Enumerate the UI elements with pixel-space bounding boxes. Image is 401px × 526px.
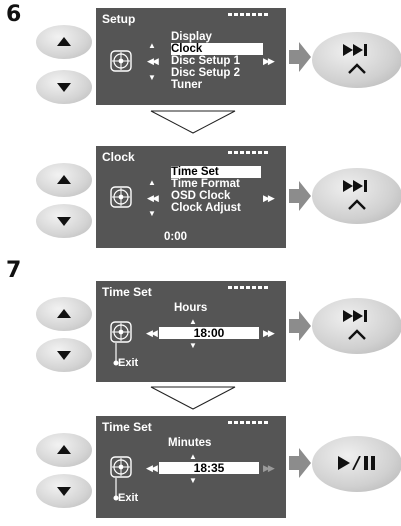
down-triangle-icon: ▼	[189, 341, 197, 350]
clock-menu: Time Set Time Format OSD Clock Clock Adj…	[171, 166, 261, 214]
up-triangle-icon	[57, 37, 71, 46]
setup-screen: Setup ▲ ◀◀ ▼ Display Clock Disc Setup 1 …	[96, 8, 286, 105]
setup-menu: Display Clock Disc Setup 1 Disc Setup 2 …	[171, 31, 263, 91]
signal-indicator	[228, 286, 270, 289]
field-label: Minutes	[168, 437, 212, 449]
next-button[interactable]	[312, 298, 401, 354]
skip-next-icon: ▶▶	[263, 56, 275, 66]
skip-next-icon: ▶▶	[263, 193, 275, 203]
control-stick-icon	[110, 456, 132, 478]
up-triangle-icon: ▲	[189, 317, 197, 326]
arrow-right-icon	[289, 181, 311, 211]
signal-indicator	[228, 13, 270, 16]
play-pause-icon	[338, 456, 375, 470]
exit-label: Exit	[118, 357, 139, 369]
chevron-up-icon	[348, 199, 366, 210]
menu-item-tuner[interactable]: Tuner	[171, 79, 203, 91]
up-button[interactable]	[36, 163, 92, 197]
screen-title: Time Set	[102, 420, 152, 434]
skip-next-icon	[343, 310, 367, 322]
field-label: Hours	[174, 302, 208, 314]
up-button[interactable]	[36, 433, 92, 467]
next-button[interactable]	[312, 168, 401, 224]
up-triangle-icon	[57, 175, 71, 184]
control-stick-icon	[110, 186, 132, 208]
up-button[interactable]	[36, 25, 92, 59]
up-triangle-icon: ▲	[189, 452, 197, 461]
exit-connector	[113, 478, 119, 501]
menu-item-clock-adjust[interactable]: Clock Adjust	[171, 202, 241, 214]
current-time: 0:00	[164, 231, 188, 243]
time-set-minutes-screen: Time Set Minutes Exit ▲ ◀◀ 18:35 ▶▶ ▼	[96, 416, 286, 518]
down-button[interactable]	[36, 338, 92, 372]
screen-title: Setup	[102, 12, 136, 26]
chevron-up-icon	[348, 63, 366, 74]
down-triangle-icon	[57, 487, 71, 496]
down-triangle-icon	[57, 217, 71, 226]
menu-item-osd-clock[interactable]: OSD Clock	[171, 190, 231, 202]
transition-arrow	[150, 110, 236, 134]
menu-item-disc-setup-2[interactable]: Disc Setup 2	[171, 67, 241, 79]
arrow-right-icon	[289, 42, 311, 72]
skip-prev-icon: ◀◀	[147, 56, 159, 66]
menu-item-clock[interactable]: Clock	[171, 43, 263, 55]
down-triangle-icon: ▼	[148, 209, 156, 218]
down-button[interactable]	[36, 204, 92, 238]
menu-item-display[interactable]: Display	[171, 31, 212, 43]
menu-item-disc-setup-1[interactable]: Disc Setup 1	[171, 55, 241, 67]
down-triangle-icon: ▼	[148, 73, 156, 82]
transition-arrow	[150, 386, 236, 410]
signal-indicator	[228, 151, 270, 154]
signal-indicator	[228, 421, 270, 424]
down-triangle-icon	[57, 351, 71, 360]
down-triangle-icon: ▼	[189, 476, 197, 485]
screen-title: Clock	[102, 150, 135, 164]
screen-title: Time Set	[102, 285, 152, 299]
skip-prev-icon: ◀◀	[146, 328, 158, 338]
down-triangle-icon	[57, 83, 71, 92]
down-button[interactable]	[36, 474, 92, 508]
menu-item-time-format[interactable]: Time Format	[171, 178, 240, 190]
skip-prev-icon: ◀◀	[146, 463, 158, 473]
exit-label: Exit	[118, 492, 139, 504]
play-pause-button[interactable]	[312, 436, 401, 492]
skip-next-icon	[343, 180, 367, 192]
step-number-6: 6	[6, 2, 22, 27]
arrow-right-icon	[289, 448, 311, 478]
up-button[interactable]	[36, 297, 92, 331]
arrow-right-icon	[289, 311, 311, 341]
chevron-up-icon	[348, 329, 366, 340]
up-triangle-icon	[57, 445, 71, 454]
skip-next-icon: ▶▶	[263, 328, 275, 338]
skip-next-icon: ▶▶	[263, 463, 275, 473]
next-button[interactable]	[312, 32, 401, 88]
menu-item-time-set[interactable]: Time Set	[171, 166, 261, 178]
up-triangle-icon: ▲	[148, 41, 156, 50]
exit-connector	[113, 343, 119, 366]
down-button[interactable]	[36, 70, 92, 104]
hour-value[interactable]: 18:00	[159, 327, 259, 339]
step-number-7: 7	[6, 258, 22, 283]
skip-next-icon	[343, 44, 367, 56]
time-set-hours-screen: Time Set Hours Exit ▲ ◀◀ 18:00 ▶▶ ▼	[96, 281, 286, 382]
clock-screen: Clock ▲ ◀◀ ▼ Time Set Time Format OSD Cl…	[96, 146, 286, 248]
control-stick-icon	[110, 321, 132, 343]
control-stick-icon	[110, 50, 132, 72]
minute-value[interactable]: 18:35	[159, 462, 259, 474]
up-triangle-icon: ▲	[148, 178, 156, 187]
skip-prev-icon: ◀◀	[147, 193, 159, 203]
up-triangle-icon	[57, 309, 71, 318]
